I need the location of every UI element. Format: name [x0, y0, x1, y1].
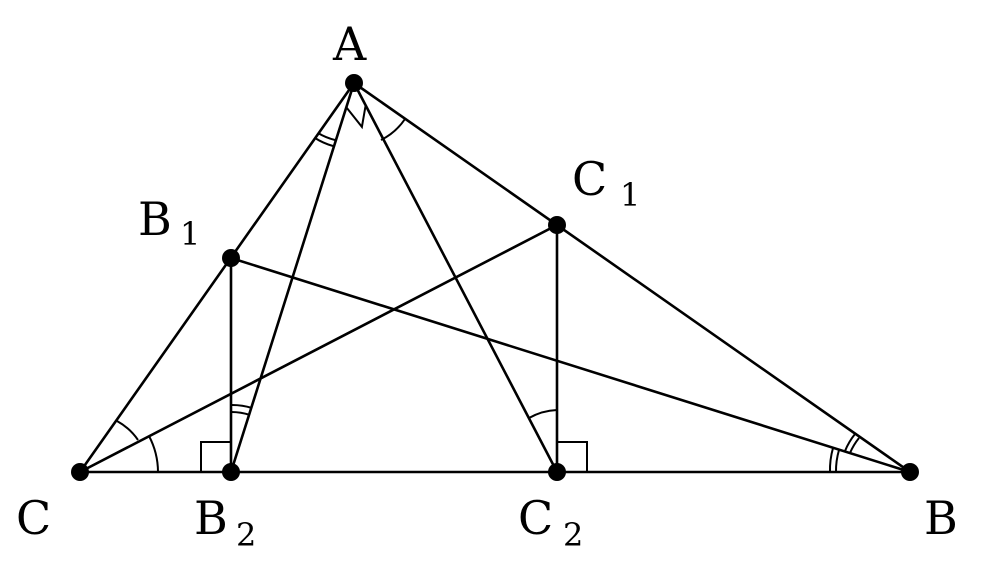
angle-arc-b-outer-2 [834, 449, 840, 473]
angle-arc-c2 [528, 409, 558, 419]
side-ca [78, 81, 356, 474]
right-angle-mark-b2 [200, 441, 231, 472]
point-c2 [548, 463, 566, 481]
angle-arc-c-inner [116, 420, 139, 441]
right-angle-mark-a [345, 104, 367, 130]
label-b2-sub: 2 [236, 516, 256, 554]
label-b2-main: B [194, 491, 228, 545]
segment-c-c1 [78, 223, 559, 474]
angle-arc-a-left-2 [317, 132, 336, 141]
label-b1: B 1 [138, 192, 200, 253]
angle-arc-c-outer [148, 435, 159, 473]
point-b [901, 463, 919, 481]
angle-arc-b-inner-1 [844, 433, 856, 452]
angle-arc-b-inner-2 [849, 437, 860, 454]
label-c1-sub: 1 [620, 176, 640, 214]
angle-arc-a-right [380, 118, 406, 141]
angle-arc-b2-1 [230, 410, 251, 416]
side-ab [352, 81, 912, 474]
label-c2: C 2 [518, 491, 583, 554]
label-c2-main: C [518, 491, 553, 545]
angle-arc-b2-2 [230, 403, 253, 409]
label-b1-sub: 1 [180, 215, 200, 253]
point-a [345, 74, 363, 92]
label-c1: C 1 [572, 152, 640, 214]
point-c1 [548, 216, 566, 234]
label-c2-sub: 2 [563, 516, 583, 554]
label-b: B [924, 491, 958, 545]
label-b2: B 2 [194, 491, 256, 554]
angle-arc-a-left-1 [314, 137, 334, 147]
label-b1-main: B [138, 192, 172, 246]
angle-arc-b-outer-1 [828, 447, 834, 473]
right-angle-mark-c2 [557, 441, 588, 472]
label-a: A [332, 17, 367, 71]
point-b1 [222, 249, 240, 267]
point-c [71, 463, 89, 481]
label-c1-main: C [572, 152, 607, 206]
label-c: C [16, 491, 51, 545]
point-b2 [222, 463, 240, 481]
segment-b1-b [229, 256, 912, 474]
